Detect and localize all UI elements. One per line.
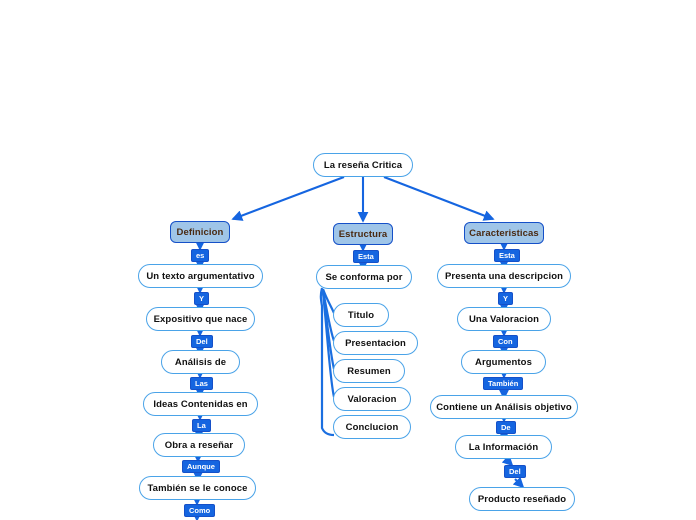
node-analisis-de-label: Análisis de — [174, 356, 227, 368]
badge-caracteristicas-y-label: Y — [503, 294, 509, 303]
node-tambien-se-le-conoce[interactable]: También se le conoce — [139, 476, 256, 500]
badge-caracteristicas-con-label: Con — [498, 337, 513, 346]
node-root[interactable]: La reseña Critica — [313, 153, 413, 177]
node-valoracion-label: Valoracion — [347, 393, 397, 405]
node-tambien-se-le-conoce-label: También se le conoce — [147, 482, 248, 494]
node-presentacion[interactable]: Presentacion — [333, 331, 418, 355]
node-un-texto-argumentativo-label: Un texto argumentativo — [146, 270, 255, 282]
node-root-label: La reseña Critica — [323, 159, 403, 171]
badge-caracteristicas-de: De — [496, 421, 516, 434]
node-obra-a-resenar-label: Obra a reseñar — [164, 439, 234, 451]
estructura-branch-connectors — [319, 287, 336, 437]
node-category-caracteristicas-label: Caracteristicas — [469, 227, 539, 239]
node-resumen[interactable]: Resumen — [333, 359, 405, 383]
node-la-informacion[interactable]: La Información — [455, 435, 552, 459]
badge-definicion-y: Y — [194, 292, 210, 305]
badge-definicion-aunque: Aunque — [182, 460, 220, 473]
badge-caracteristicas-esta: Esta — [494, 249, 520, 262]
node-se-conforma-por[interactable]: Se conforma por — [316, 265, 412, 289]
node-la-informacion-label: La Información — [468, 441, 539, 453]
badge-caracteristicas-del-label: Del — [509, 467, 521, 476]
node-producto-resenado[interactable]: Producto reseñado — [469, 487, 575, 511]
badge-definicion-las: Las — [190, 377, 213, 390]
node-presenta-una-descripcion[interactable]: Presenta una descripcion — [437, 264, 571, 288]
node-expositivo-que-nace[interactable]: Expositivo que nace — [146, 307, 255, 331]
node-presenta-una-descripcion-label: Presenta una descripcion — [444, 270, 564, 282]
badge-caracteristicas-y: Y — [498, 292, 514, 305]
badge-estructura-esta: Esta — [353, 250, 379, 263]
node-presentacion-label: Presentacion — [345, 337, 406, 349]
node-argumentos[interactable]: Argumentos — [461, 350, 546, 374]
badge-definicion-como-label: Como — [189, 506, 211, 515]
badge-definicion-la-label: La — [197, 421, 206, 430]
node-analisis-de[interactable]: Análisis de — [161, 350, 240, 374]
badge-caracteristicas-tambien: También — [483, 377, 524, 390]
node-obra-a-resenar[interactable]: Obra a reseñar — [153, 433, 245, 457]
node-conclucion[interactable]: Conclucion — [333, 415, 411, 439]
node-valoracion[interactable]: Valoracion — [333, 387, 411, 411]
node-un-texto-argumentativo[interactable]: Un texto argumentativo — [138, 264, 263, 288]
node-ideas-contenidas-en[interactable]: Ideas Contenidas en — [143, 392, 258, 416]
node-titulo[interactable]: Titulo — [333, 303, 389, 327]
node-category-estructura-label: Estructura — [338, 228, 388, 240]
node-producto-resenado-label: Producto reseñado — [477, 493, 567, 505]
node-category-definicion-label: Definicion — [176, 226, 224, 238]
badge-definicion-aunque-label: Aunque — [187, 462, 215, 471]
node-ideas-contenidas-en-label: Ideas Contenidas en — [153, 398, 248, 410]
node-contiene-un-analisis-objetivo[interactable]: Contiene un Análisis objetivo — [430, 395, 578, 419]
badge-definicion-del: Del — [191, 335, 213, 348]
node-resumen-label: Resumen — [347, 365, 391, 377]
node-expositivo-que-nace-label: Expositivo que nace — [153, 313, 248, 325]
node-conclucion-label: Conclucion — [345, 421, 399, 433]
node-titulo-label: Titulo — [347, 309, 375, 321]
node-se-conforma-por-label: Se conforma por — [325, 271, 403, 283]
badge-caracteristicas-tambien-label: También — [488, 379, 519, 388]
node-una-valoracion-label: Una Valoracion — [468, 313, 540, 325]
badge-definicion-las-label: Las — [195, 379, 208, 388]
badge-definicion-es-label: es — [196, 251, 205, 260]
badge-definicion-y-label: Y — [199, 294, 205, 303]
badge-caracteristicas-esta-label: Esta — [499, 251, 515, 260]
badge-definicion-es: es — [191, 249, 210, 262]
badge-definicion-del-label: Del — [196, 337, 208, 346]
node-category-definicion[interactable]: Definicion — [170, 221, 230, 243]
node-category-caracteristicas[interactable]: Caracteristicas — [464, 222, 544, 244]
root-connectors — [231, 176, 495, 223]
badge-definicion-como: Como — [184, 504, 216, 517]
node-category-estructura[interactable]: Estructura — [333, 223, 393, 245]
node-contiene-un-analisis-objetivo-label: Contiene un Análisis objetivo — [436, 401, 572, 413]
node-una-valoracion[interactable]: Una Valoracion — [457, 307, 551, 331]
badge-definicion-la: La — [192, 419, 211, 432]
badge-caracteristicas-de-label: De — [501, 423, 511, 432]
node-argumentos-label: Argumentos — [475, 356, 532, 368]
badge-estructura-esta-label: Esta — [358, 252, 374, 261]
badge-caracteristicas-con: Con — [493, 335, 518, 348]
badge-caracteristicas-del: Del — [504, 465, 526, 478]
